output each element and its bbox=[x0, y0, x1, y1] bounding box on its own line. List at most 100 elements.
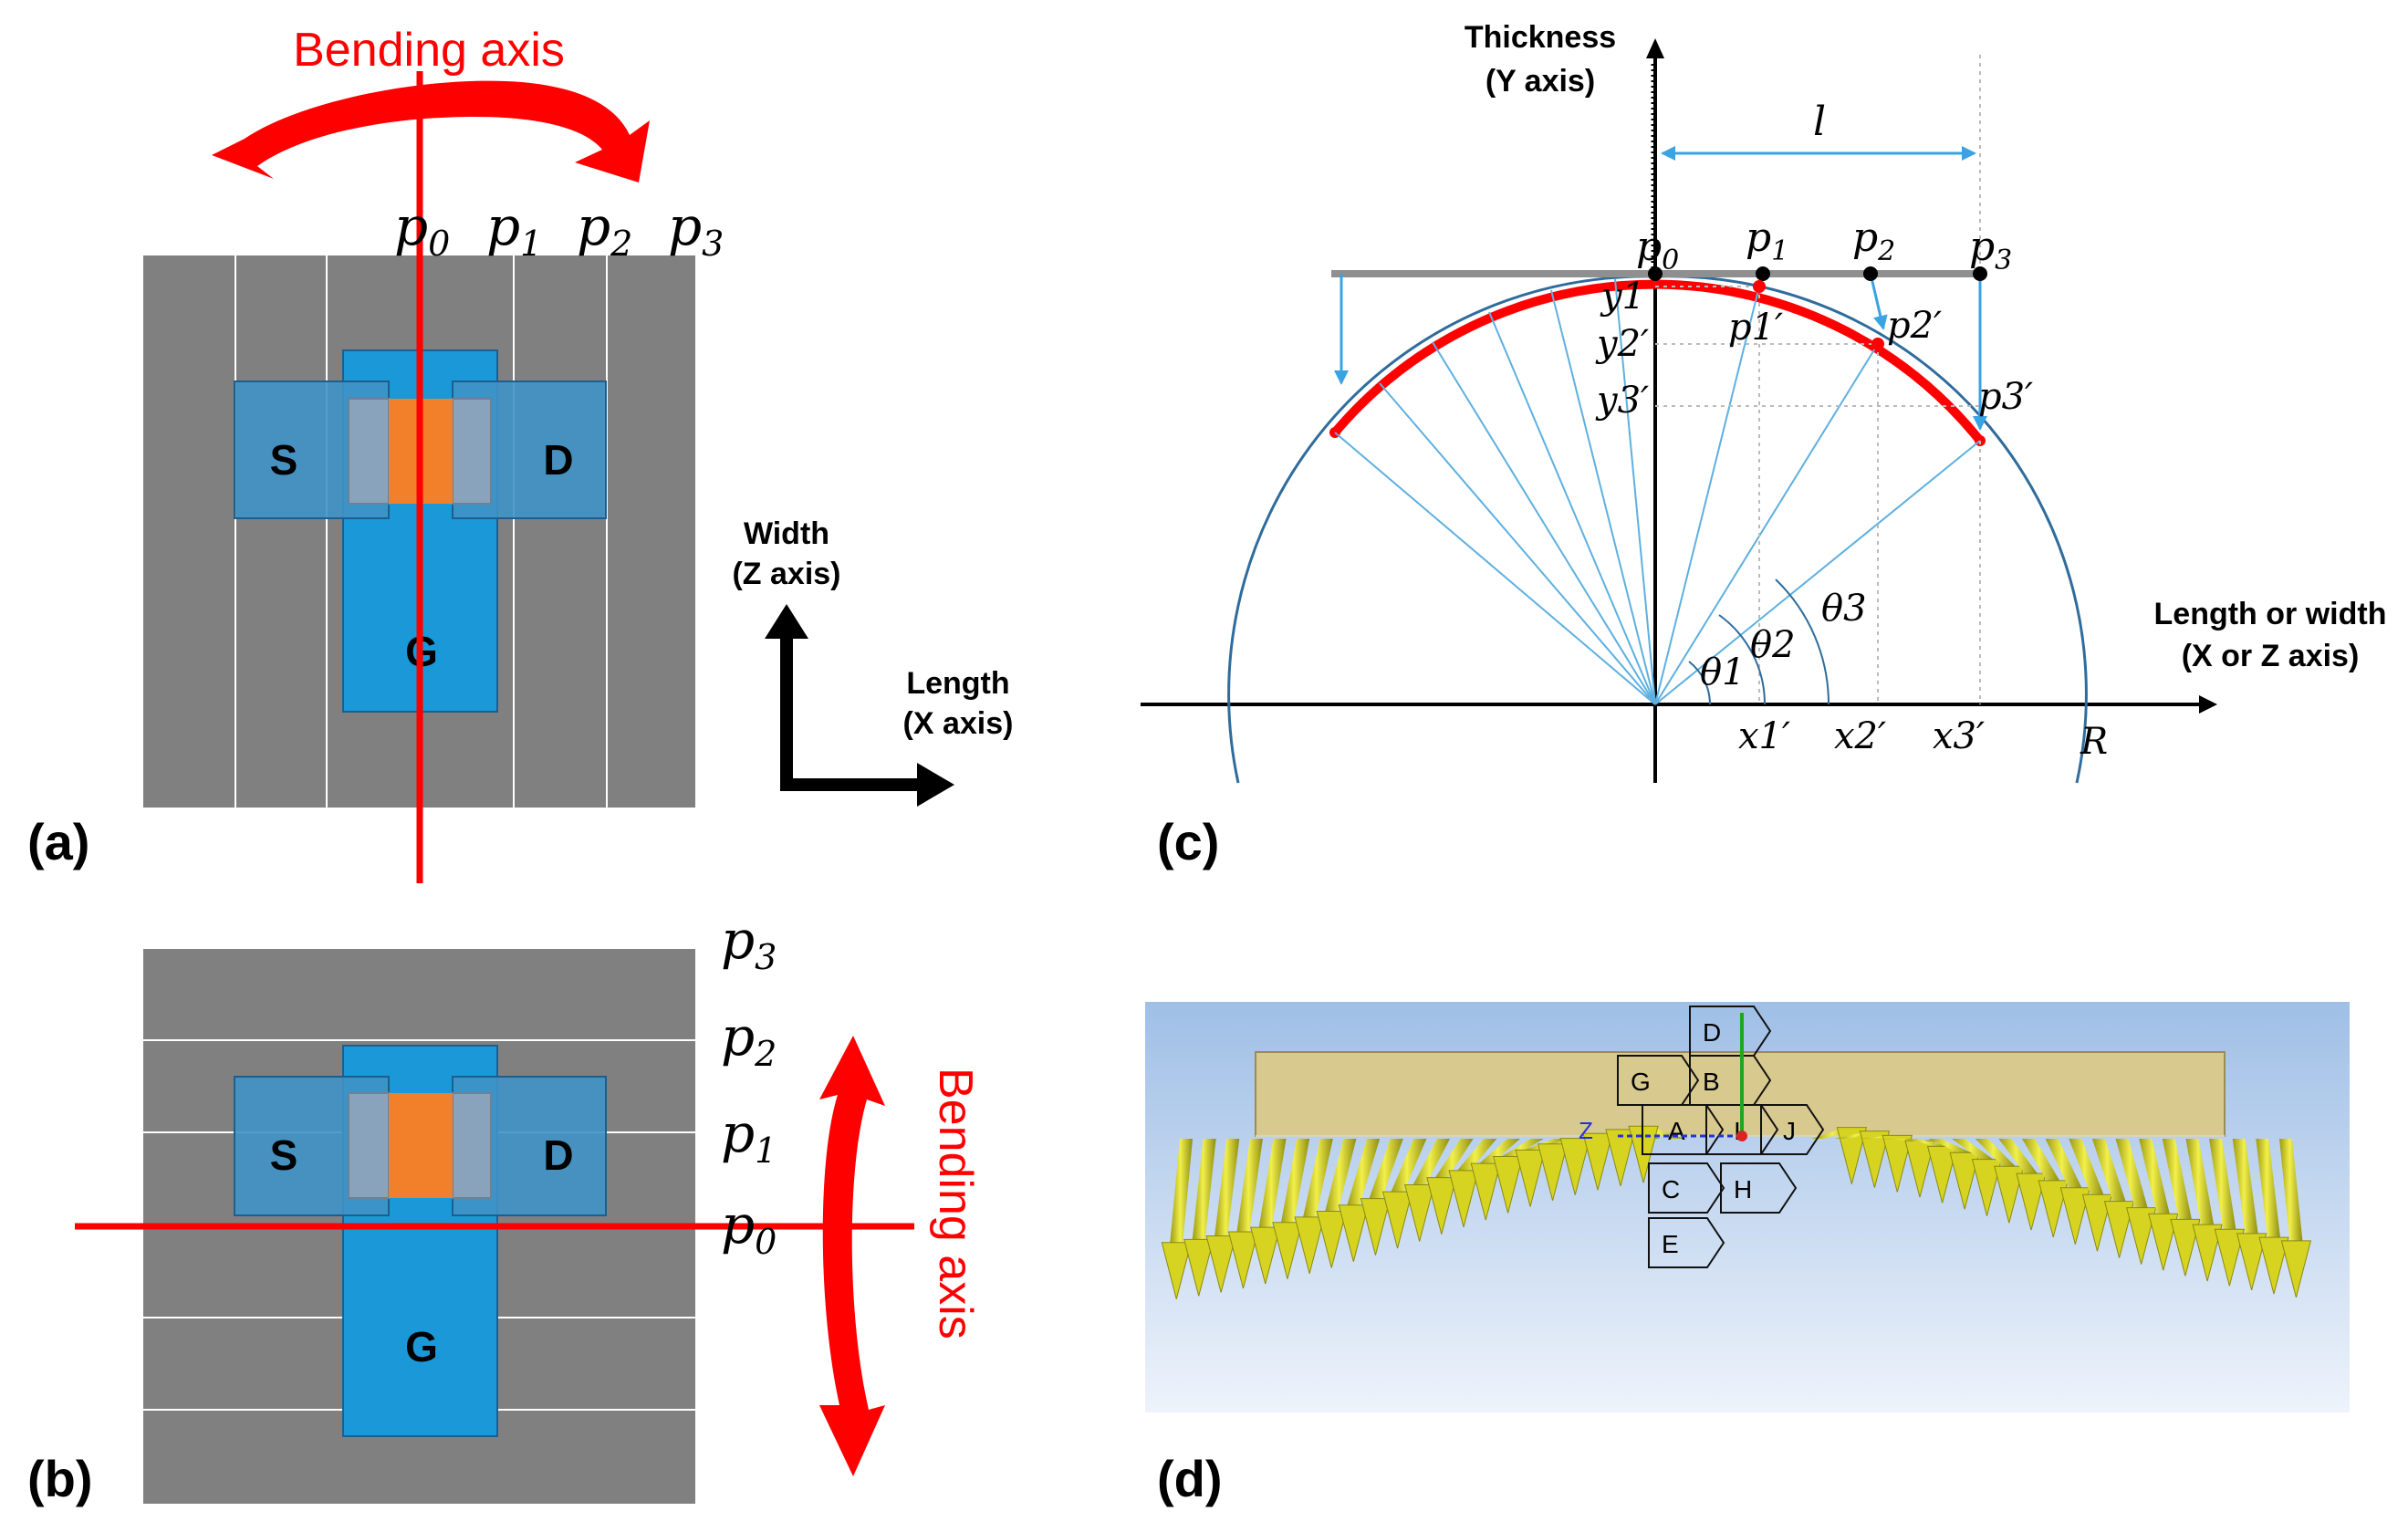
svg-text:I: I bbox=[1734, 1117, 1741, 1145]
probe-box-d: D bbox=[1689, 1006, 1772, 1057]
force-arrow-shaft bbox=[2256, 1139, 2280, 1238]
force-arrow-head bbox=[2258, 1236, 2289, 1295]
x-axis-arrowhead bbox=[2199, 695, 2217, 714]
p1-label-a: p1 bbox=[486, 195, 542, 264]
probe-box-c: C bbox=[1648, 1162, 1725, 1214]
panel-d: D G B A I J C bbox=[1145, 1002, 2350, 1507]
p2-label-b: p2 bbox=[721, 1006, 777, 1074]
force-arrow-head bbox=[1559, 1138, 1590, 1195]
force-arrow-shaft bbox=[2279, 1139, 2303, 1241]
force-arrow-shaft bbox=[2209, 1139, 2236, 1230]
p2-prime-label: p2′ bbox=[1887, 305, 1942, 347]
force-arrow-shaft bbox=[1975, 1139, 2016, 1167]
force-arrow-head bbox=[1183, 1238, 1214, 1297]
p1-label-c: p1 bbox=[1746, 214, 1788, 267]
coordinate-triad: Z bbox=[1579, 1013, 1747, 1144]
force-arrow-head bbox=[1205, 1235, 1236, 1293]
x2-prime-label: x2′ bbox=[1834, 715, 1886, 757]
panel-label-b: (b) bbox=[27, 1450, 93, 1507]
force-arrow-shaft bbox=[1998, 1139, 2038, 1174]
probe-box-h: H bbox=[1720, 1162, 1798, 1214]
p0-label-b: p0 bbox=[721, 1193, 777, 1262]
gate-label-b: G bbox=[405, 1323, 438, 1370]
y1-label: y1 bbox=[1600, 276, 1645, 318]
p3-label-c: p3 bbox=[1969, 224, 2012, 276]
force-arrow-head bbox=[2038, 1180, 2069, 1238]
force-arrow-head bbox=[2103, 1201, 2135, 1258]
force-arrow-head bbox=[2148, 1213, 2179, 1271]
length-arrowhead bbox=[917, 763, 954, 807]
force-arrow-head bbox=[2170, 1218, 2201, 1277]
force-arrow-head bbox=[1836, 1127, 1868, 1184]
bending-arrow-b bbox=[819, 1036, 885, 1476]
bending-arrow-a bbox=[212, 80, 650, 182]
y-axis-label: (Y axis) bbox=[1485, 64, 1595, 99]
panel-c: l p0 p1 p2 p3 p1′ p2′ p3′ y1 bbox=[1141, 20, 2386, 870]
channel-b bbox=[389, 1093, 453, 1198]
length-or-width-label: Length or width bbox=[2154, 597, 2387, 631]
theta1-label: θ1 bbox=[1700, 651, 1746, 693]
force-arrow-shaft bbox=[1434, 1139, 1474, 1178]
drain-label-a: D bbox=[543, 436, 573, 484]
probe-box-i: I bbox=[1705, 1104, 1779, 1155]
force-arrow-head bbox=[1294, 1216, 1325, 1275]
p-labels-b: p3 p2 p1 p0 bbox=[721, 909, 777, 1262]
p3-label-b: p3 bbox=[721, 909, 777, 977]
force-arrow-shaft bbox=[2139, 1139, 2170, 1214]
radial-lines bbox=[1334, 278, 1981, 705]
force-arrow-head bbox=[2236, 1233, 2267, 1291]
force-arrow-head bbox=[1470, 1162, 1501, 1221]
force-arrow-head bbox=[1994, 1165, 2025, 1224]
probe-box-j: J bbox=[1760, 1104, 1825, 1155]
width-label: Width bbox=[744, 516, 829, 551]
y-axis-arrowhead bbox=[1646, 38, 1664, 58]
force-arrow-head bbox=[1882, 1134, 1913, 1193]
displacement-arrows bbox=[1334, 273, 1987, 431]
p0-label-c: p0 bbox=[1636, 224, 1679, 276]
force-arrow-shaft bbox=[2185, 1139, 2215, 1225]
force-arrow-shaft bbox=[2115, 1139, 2148, 1208]
contact-right-b bbox=[452, 1092, 492, 1199]
x1-prime-label: x1′ bbox=[1738, 715, 1790, 757]
force-arrow-shaft bbox=[1904, 1139, 1949, 1147]
primed-labels-c: p1′ p2′ p3′ y1 y2′ y3′ θ1 θ2 θ3 x1′ x2′ … bbox=[1595, 276, 2108, 763]
svg-text:G: G bbox=[1631, 1068, 1651, 1096]
force-arrow-shaft bbox=[1258, 1139, 1287, 1228]
force-arrow-head bbox=[1250, 1226, 1281, 1285]
contact-left-b bbox=[348, 1092, 390, 1199]
p3-label-a: p3 bbox=[668, 195, 724, 264]
p3-prime-label: p3′ bbox=[1978, 376, 2033, 418]
p2-label-a: p2 bbox=[577, 195, 632, 264]
force-arrow-shaft bbox=[1236, 1139, 1263, 1233]
force-arrow-shaft bbox=[1412, 1139, 1451, 1185]
force-arrow-head bbox=[1515, 1149, 1546, 1207]
force-arrow-shaft bbox=[2162, 1139, 2192, 1220]
angle-arcs bbox=[1688, 578, 1830, 705]
force-arrow-shaft bbox=[2232, 1139, 2258, 1234]
r-label: R bbox=[2080, 721, 2108, 763]
y2-prime-label: y2′ bbox=[1595, 323, 1649, 365]
force-arrow-shaft bbox=[1347, 1139, 1381, 1205]
force-arrow-head bbox=[1338, 1204, 1369, 1262]
force-arrow-head bbox=[1227, 1231, 1259, 1289]
force-arrow-shaft bbox=[1501, 1139, 1544, 1157]
source-label-b: S bbox=[270, 1131, 298, 1179]
svg-text:C: C bbox=[1662, 1175, 1680, 1204]
bend-circle bbox=[1227, 275, 2088, 784]
panel-a: S D G Bending axis p0 p1 p2 p3 (a) Width… bbox=[27, 24, 1013, 883]
x3-prime-label: x3′ bbox=[1933, 715, 1985, 757]
z-axis-label-d: Z bbox=[1579, 1117, 1593, 1144]
l-label: l bbox=[1813, 99, 1826, 145]
force-arrow-head bbox=[1448, 1170, 1479, 1227]
p1-label-b: p1 bbox=[721, 1102, 777, 1171]
p-labels-c: p0 p1 p2 p3 bbox=[1636, 214, 2012, 276]
force-arrow-shaft bbox=[1952, 1139, 1994, 1160]
guide-lines bbox=[1655, 55, 1981, 704]
force-arrow-shaft bbox=[1457, 1139, 1497, 1171]
svg-text:D: D bbox=[1703, 1018, 1721, 1047]
force-arrow-shaft bbox=[2091, 1139, 2126, 1202]
strip-points bbox=[1648, 266, 1987, 281]
svg-text:B: B bbox=[1703, 1068, 1720, 1096]
bent-points bbox=[1753, 280, 1884, 350]
force-arrow-head bbox=[2214, 1228, 2245, 1287]
